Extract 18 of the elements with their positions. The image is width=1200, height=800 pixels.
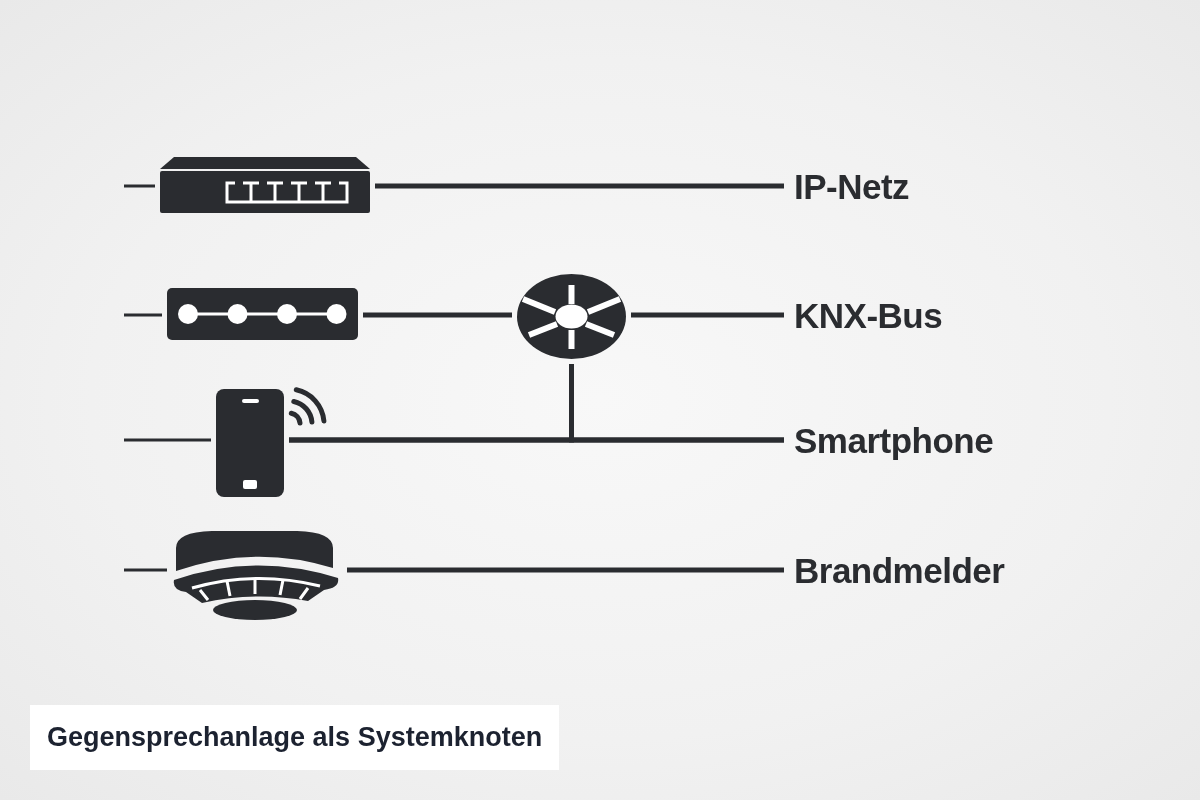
line-end-label: KNX-Bus bbox=[784, 293, 943, 337]
network-switch-icon bbox=[160, 157, 370, 213]
connector-line bbox=[569, 364, 784, 443]
title-text: Gegensprechanlage als Systemknoten bbox=[30, 705, 560, 770]
connector-line bbox=[124, 568, 167, 572]
hub-icon bbox=[517, 274, 626, 359]
connector-line bbox=[124, 438, 211, 442]
smartphone-icon bbox=[216, 389, 284, 497]
line-end-label: Brandmelder bbox=[784, 548, 1005, 592]
line-end-label: IP-Netz bbox=[784, 164, 910, 208]
bus-device-icon bbox=[167, 288, 358, 340]
connector-line bbox=[375, 183, 784, 189]
connector-line bbox=[347, 567, 784, 573]
connector-line bbox=[124, 313, 162, 317]
line-end-label: Smartphone bbox=[784, 418, 994, 462]
connector-line bbox=[631, 312, 784, 318]
connector-line bbox=[363, 312, 512, 318]
connector-line bbox=[124, 184, 155, 188]
